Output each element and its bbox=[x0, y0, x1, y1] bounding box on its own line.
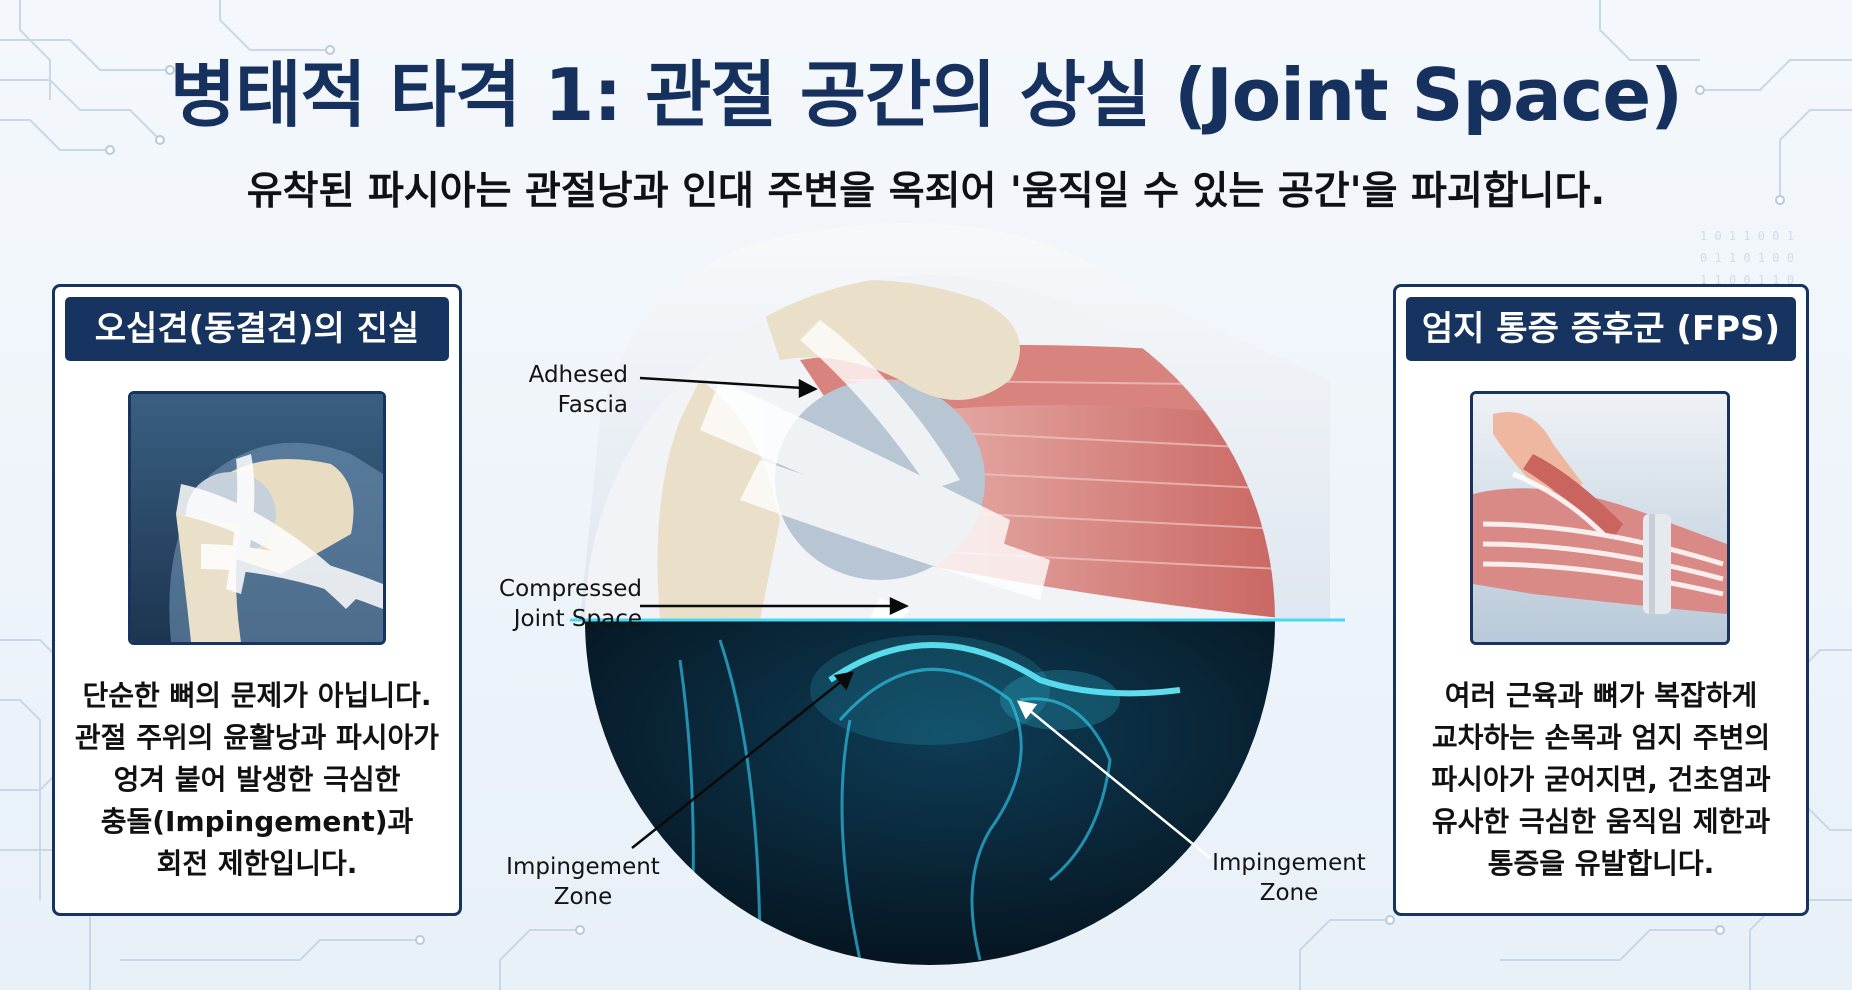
label-compressed-joint-space: Compressed Joint Space bbox=[499, 576, 642, 632]
thumb-hand-illustration-icon bbox=[1473, 394, 1727, 642]
frozen-shoulder-illustration-icon bbox=[131, 394, 383, 642]
label-impingement-zone-right: Impingement Zone bbox=[1212, 850, 1366, 906]
thumb-pain-header: 엄지 통증 증후군 (FPS) bbox=[1406, 297, 1796, 361]
page-title: 병태적 타격 1: 관절 공간의 상실 (Joint Space) bbox=[169, 53, 1683, 137]
frozen-shoulder-header: 오십견(동결견)의 진실 bbox=[65, 297, 449, 361]
frozen-shoulder-text: 단순한 뼈의 문제가 아닙니다. 관절 주위의 윤활낭과 파시아가 엉겨 붙어 … bbox=[74, 679, 440, 880]
thumb-pain-image bbox=[1470, 391, 1730, 645]
frozen-shoulder-image bbox=[128, 391, 386, 645]
thumb-pain-text: 여러 근육과 뼈가 복잡하게 교차하는 손목과 엄지 주변의 파시아가 굳어지면… bbox=[1431, 679, 1771, 880]
label-adhesed-fascia: Adhesed Fascia bbox=[528, 362, 628, 418]
label-impingement-zone-left: Impingement Zone bbox=[506, 854, 660, 910]
frozen-shoulder-panel: 오십견(동결견)의 진실 단순한 뼈의 문제가 아닙니다. 관절 주위의 윤활낭… bbox=[52, 284, 462, 916]
page-subtitle: 유착된 파시아는 관절낭과 인대 주변을 옥죄어 '움직일 수 있는 공간'을 … bbox=[246, 169, 1606, 214]
thumb-pain-panel: 엄지 통증 증후군 (FPS) 여러 근육과 뼈가 복잡하게 bbox=[1393, 284, 1809, 916]
